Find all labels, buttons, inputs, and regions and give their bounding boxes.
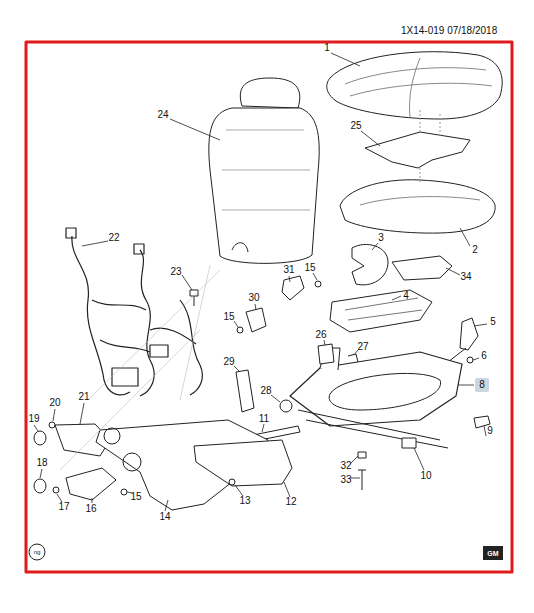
leader-lines [34, 53, 487, 511]
callout-number: 19 [27, 414, 40, 424]
washer [53, 487, 59, 493]
nut [467, 357, 473, 363]
callout-number: 32 [339, 461, 352, 471]
callout-number: 9 [486, 426, 494, 436]
callout-number: 31 [282, 265, 295, 275]
trim-clip [282, 276, 304, 300]
wire-harness [66, 228, 202, 396]
washer [49, 422, 55, 428]
buckle-strap [448, 348, 466, 362]
callout-number: 17 [57, 502, 70, 512]
callout-number: 5 [489, 317, 497, 327]
symbol-circle [29, 544, 45, 560]
callout-number: 33 [339, 475, 352, 485]
callout-number: 21 [77, 392, 90, 402]
node-text: GM [487, 550, 498, 557]
callout-number: 27 [356, 342, 369, 352]
callout-number: 4 [402, 291, 410, 301]
clip [358, 452, 366, 458]
callout-number: 13 [238, 496, 251, 506]
callout-number: 14 [158, 512, 171, 522]
callout-number: 16 [84, 504, 97, 514]
seat-frame [290, 348, 462, 448]
callout-number: 23 [169, 267, 182, 277]
seat-plate [365, 132, 470, 168]
recliner-knob [280, 400, 292, 412]
callout-number: 18 [35, 458, 48, 468]
cap [34, 479, 46, 493]
callout-number: 26 [314, 330, 327, 340]
pin [358, 470, 366, 490]
callout-number: 24 [156, 110, 169, 120]
cap [34, 431, 46, 445]
latch [246, 308, 266, 332]
logo-box: GM [483, 546, 502, 560]
fastener [237, 327, 243, 333]
callout-number: 30 [247, 293, 260, 303]
callout-number: 12 [284, 497, 297, 507]
track-cover [402, 438, 416, 448]
drawing-stamp: 1X14-019 07/18/2018 [400, 26, 498, 36]
callout-number: 15 [129, 492, 142, 502]
callout-number: 1 [323, 43, 331, 53]
callout-number: 3 [377, 233, 385, 243]
cover-panel [392, 256, 452, 280]
seat-back [209, 78, 319, 263]
callout-number: 28 [259, 386, 272, 396]
callout-number: 15 [222, 312, 235, 322]
fastener [121, 489, 127, 495]
pivot-bracket [318, 344, 334, 364]
callout-number: 29 [222, 357, 235, 367]
inner-shield [194, 440, 292, 486]
callout-number: 10 [419, 471, 432, 481]
callout-number: 2 [471, 245, 479, 255]
bracket [352, 244, 388, 284]
callout-number: 20 [48, 398, 61, 408]
node-text: ng [34, 549, 41, 555]
cushion-cover [327, 52, 502, 119]
red-frame [26, 42, 512, 572]
node-text: 8 [479, 380, 485, 390]
screw [229, 479, 235, 485]
seat-suspension [330, 290, 432, 332]
callout-number: 25 [349, 121, 362, 131]
highlighted-callout: 8 [475, 378, 489, 392]
recliner-handle [236, 370, 254, 412]
callout-number: 15 [303, 263, 316, 273]
screw [348, 354, 358, 362]
buckle [460, 318, 478, 350]
callout-number: 6 [480, 351, 488, 361]
fastener [315, 281, 321, 287]
lever-cover [66, 468, 116, 500]
callout-number: 34 [459, 272, 472, 282]
callout-number: 11 [258, 414, 270, 424]
cushion-pad [340, 168, 495, 233]
callout-number: 22 [107, 233, 120, 243]
